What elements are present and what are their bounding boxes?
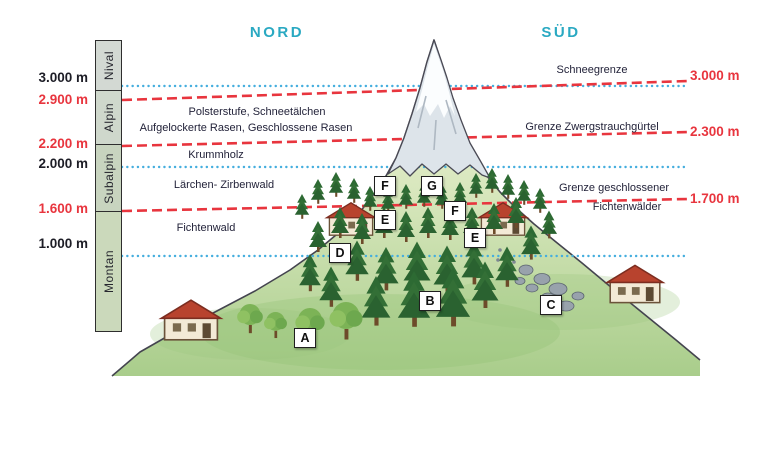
zone-subalpin: Subalpin xyxy=(96,145,121,212)
marker-g: G xyxy=(421,176,443,196)
altitude-left-1600: 1.600 m xyxy=(38,201,88,216)
altitude-left-1000: 1.000 m xyxy=(38,236,88,251)
annotation-fichtengrenze-2: Fichtenwälder xyxy=(592,201,662,213)
zone-montan: Montan xyxy=(96,211,121,331)
peak-rock xyxy=(387,39,491,179)
altitude-right-2300: 2.300 m xyxy=(690,124,740,139)
altitude-right-1700: 1.700 m xyxy=(690,191,740,206)
zone-alpin: Alpin xyxy=(96,90,121,146)
annotation-krummholz: Krummholz xyxy=(188,149,244,161)
marker-f-north: F xyxy=(374,176,396,196)
annotation-rasen: Aufgelockerte Rasen, Geschlossene Rasen xyxy=(139,122,353,134)
zone-nival: Nival xyxy=(96,41,121,91)
marker-f-south: F xyxy=(444,201,466,221)
zone-alpin-label: Alpin xyxy=(101,102,116,133)
annotation-polsterstufe: Polsterstufe, Schneetälchen xyxy=(188,106,326,118)
marker-c: C xyxy=(540,295,562,315)
zone-nival-label: Nival xyxy=(101,50,116,80)
house-icon xyxy=(606,264,664,304)
south-direction-label: SÜD xyxy=(541,24,581,41)
house-icon xyxy=(160,299,222,341)
zone-subalpin-label: Subalpin xyxy=(101,152,116,204)
spruce-forest-limit-line xyxy=(121,197,689,213)
marker-e-north: E xyxy=(374,210,396,230)
altitude-left-2000: 2.000 m xyxy=(38,156,88,171)
zone-montan-label: Montan xyxy=(101,249,116,293)
marker-d: D xyxy=(329,243,351,263)
marker-a: A xyxy=(294,328,316,348)
annotation-laerchen: Lärchen- Zirbenwald xyxy=(173,179,275,191)
annotation-fichtenwald: Fichtenwald xyxy=(176,222,236,234)
zone-bar: Nival Alpin Subalpin Montan xyxy=(95,40,122,332)
altitude-right-3000: 3.000 m xyxy=(690,68,740,83)
altitude-lines xyxy=(120,79,690,258)
peak-shading xyxy=(417,95,457,151)
snow-limit-line xyxy=(121,79,689,102)
rocky-peak xyxy=(387,39,491,179)
marker-b: B xyxy=(419,291,441,311)
annotation-zwergstrauch: Grenze Zwergstrauchgürtel xyxy=(525,121,659,133)
dwarf-shrub-limit-line xyxy=(121,130,689,148)
altitude-left-2900: 2.900 m xyxy=(38,92,88,107)
marker-e-south: E xyxy=(464,228,486,248)
annotation-schneegrenze: Schneegrenze xyxy=(556,64,628,76)
north-direction-label: NORD xyxy=(249,24,305,41)
annotation-fichtengrenze-1: Grenze geschlossener xyxy=(558,182,670,194)
altitude-left-3000: 3.000 m xyxy=(38,70,88,85)
altitude-left-2200: 2.200 m xyxy=(38,136,88,151)
